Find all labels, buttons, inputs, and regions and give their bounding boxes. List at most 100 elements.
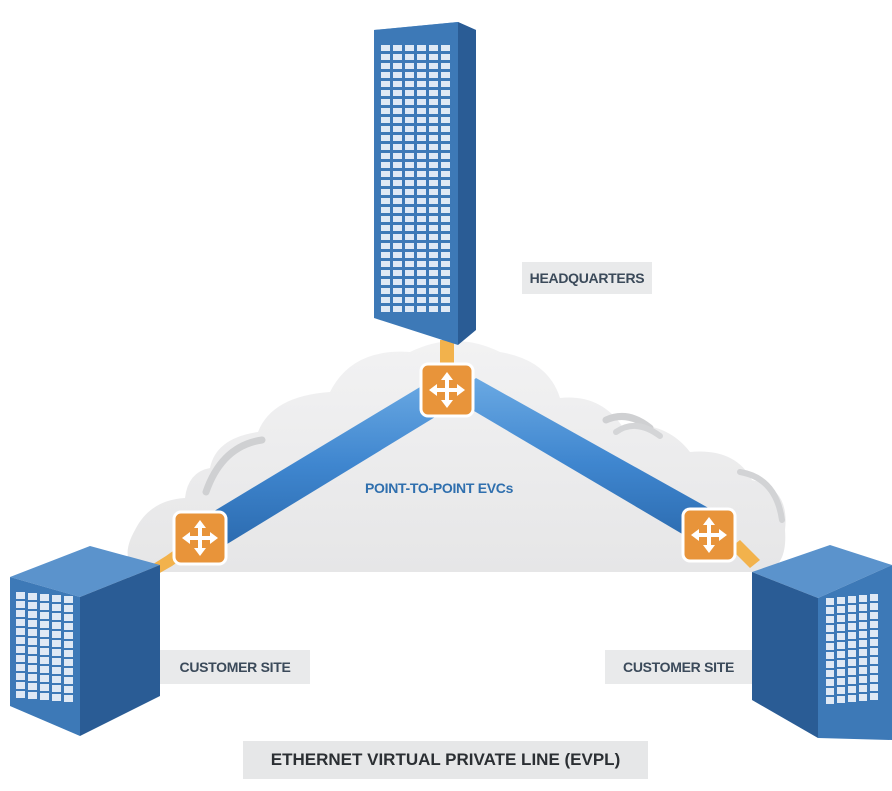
window-pane [64,641,73,648]
window-pane [417,171,426,177]
window-pane [52,631,61,638]
window-pane [441,126,450,132]
window-pane [405,99,414,105]
window-pane [393,270,402,276]
window-pane [381,270,390,276]
window-pane [28,692,37,699]
window-pane [441,99,450,105]
window-pane [393,171,402,177]
window-pane [837,678,845,685]
window-pane [40,621,49,628]
window-pane [859,658,867,665]
window-pane [429,72,438,78]
window-pane [405,261,414,267]
window-pane [859,631,867,638]
window-pane [870,630,878,637]
window-pane [429,216,438,222]
window-pane [826,670,834,677]
window-pane [381,162,390,168]
window-pane [393,135,402,141]
window-pane [848,668,856,675]
window-pane [393,216,402,222]
window-pane [393,81,402,87]
window-pane [429,63,438,69]
window-pane [429,90,438,96]
window-pane [16,610,25,617]
window-pane [393,306,402,312]
switch-right-icon [681,507,737,563]
window-pane [837,669,845,676]
window-pane [441,189,450,195]
window-pane [393,144,402,150]
window-pane [405,81,414,87]
window-pane [859,667,867,674]
window-pane [28,683,37,690]
window-pane [28,656,37,663]
window-pane [16,691,25,698]
window-pane [417,252,426,258]
window-pane [405,162,414,168]
window-pane [16,601,25,608]
window-pane [64,668,73,675]
window-pane [381,153,390,159]
window-pane [405,108,414,114]
evc-link-right [452,378,730,548]
window-pane [393,90,402,96]
window-pane [381,135,390,141]
window-pane [393,153,402,159]
window-pane [417,144,426,150]
window-pane [441,153,450,159]
window-pane [429,99,438,105]
window-pane [848,605,856,612]
window-pane [848,614,856,621]
window-pane [417,81,426,87]
window-pane [52,622,61,629]
window-pane [417,162,426,168]
window-pane [40,657,49,664]
evc-links [186,378,730,552]
window-pane [405,117,414,123]
window-pane [429,306,438,312]
window-pane [870,594,878,601]
window-pane [64,614,73,621]
window-pane [381,225,390,231]
window-pane [870,648,878,655]
window-pane [859,595,867,602]
window-pane [28,593,37,600]
window-pane [417,63,426,69]
window-pane [393,225,402,231]
window-pane [429,243,438,249]
window-pane [859,694,867,701]
window-pane [848,695,856,702]
window-pane [826,625,834,632]
headquarters-building-icon [374,22,476,345]
window-pane [393,180,402,186]
window-pane [429,279,438,285]
window-pane [417,270,426,276]
window-pane [381,189,390,195]
window-pane [417,279,426,285]
window-pane [405,189,414,195]
window-pane [429,126,438,132]
customer-site-left-building-icon [10,546,160,736]
window-pane [848,677,856,684]
window-pane [429,261,438,267]
window-pane [859,613,867,620]
window-pane [393,54,402,60]
window-pane [429,288,438,294]
window-pane [405,225,414,231]
window-pane [16,628,25,635]
window-pane [429,135,438,141]
window-pane [393,108,402,114]
window-pane [405,216,414,222]
window-pane [28,602,37,609]
window-pane [848,596,856,603]
window-pane [381,108,390,114]
window-pane [417,45,426,51]
window-pane [429,171,438,177]
window-pane [16,592,25,599]
window-pane [381,126,390,132]
window-pane [381,207,390,213]
window-pane [64,650,73,657]
